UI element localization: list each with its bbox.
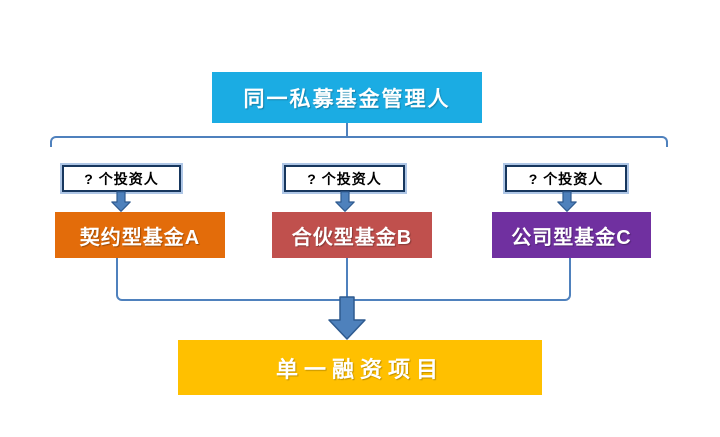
middle-connector-line xyxy=(346,258,348,298)
partnership-fund-label: 合伙型基金B xyxy=(291,226,413,249)
span-bracket-line xyxy=(50,136,668,147)
down-arrow-icon xyxy=(335,191,355,212)
title-connector-line xyxy=(346,123,348,137)
financing-project-label: 单一融资项目 xyxy=(275,356,444,382)
financing-project-box: 单一融资项目 xyxy=(178,340,542,395)
down-arrow-icon xyxy=(557,191,577,212)
fund-manager-box: 同一私募基金管理人 xyxy=(212,72,482,123)
investor-count-box-b: ? 个投资人 xyxy=(284,165,405,192)
investor-count-label-c: ? 个投资人 xyxy=(528,170,604,187)
fund-manager-label: 同一私募基金管理人 xyxy=(243,87,451,111)
investor-count-label-b: ? 个投资人 xyxy=(307,170,382,187)
contract-fund-box: 契约型基金A xyxy=(55,212,225,258)
partnership-fund-box: 合伙型基金B xyxy=(272,212,432,258)
merge-connector-line xyxy=(116,258,571,301)
investor-count-box-c: ? 个投资人 xyxy=(505,165,627,192)
investor-count-label-a: ? 个投资人 xyxy=(84,170,159,187)
corporate-fund-label: 公司型基金C xyxy=(511,226,632,249)
contract-fund-label: 契约型基金A xyxy=(79,226,201,249)
corporate-fund-box: 公司型基金C xyxy=(492,212,651,258)
investor-count-box-a: ? 个投资人 xyxy=(62,165,181,192)
big-down-arrow-icon xyxy=(328,296,366,340)
down-arrow-icon xyxy=(111,191,131,212)
